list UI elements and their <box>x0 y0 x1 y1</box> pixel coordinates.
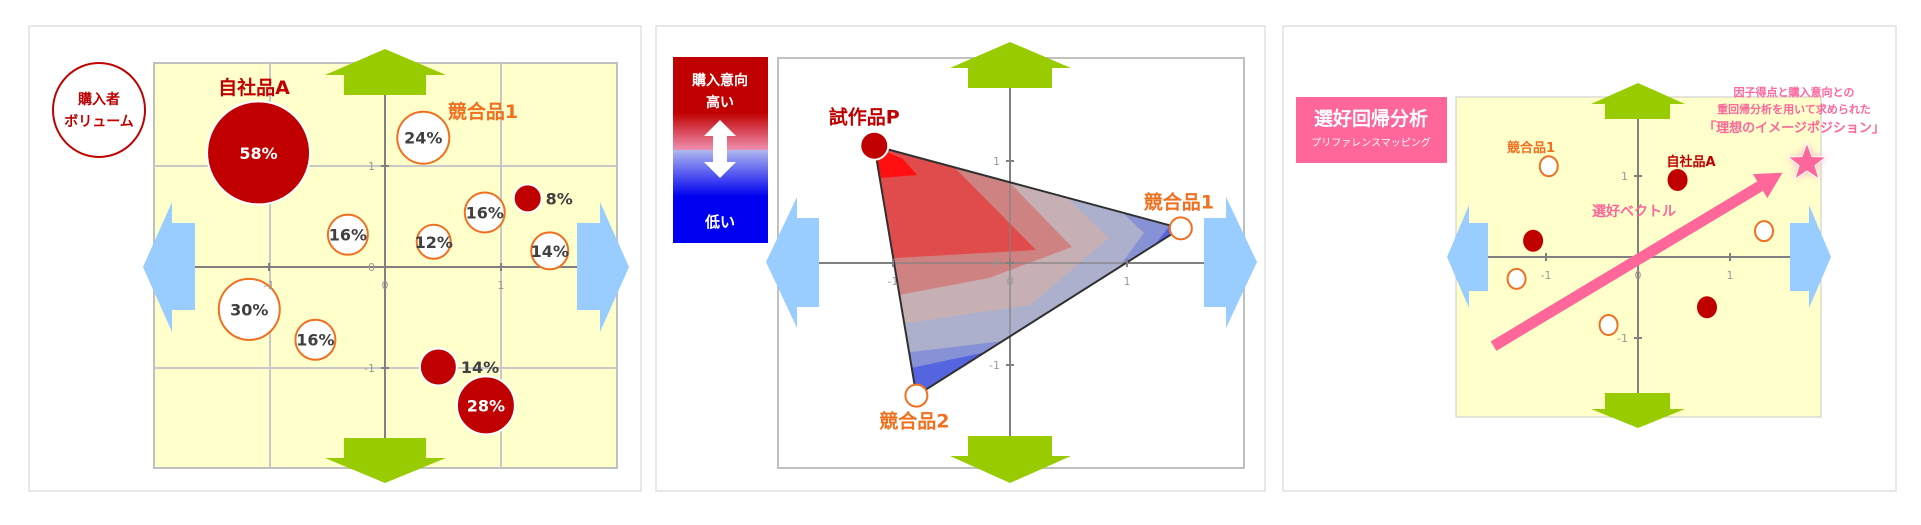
bubble-label: 16% <box>329 226 367 245</box>
label-preference-vector: 選好ベクトル <box>1592 203 1676 220</box>
legend-high: 高い <box>706 94 734 111</box>
tick-marks <box>268 165 502 369</box>
bubble-label: 16% <box>296 331 334 350</box>
arrow-up-icon <box>325 49 446 95</box>
badge-line1: 購入者 <box>77 91 120 108</box>
bubble-label: 30% <box>230 300 268 319</box>
x-tick-label: -1 <box>1541 269 1552 282</box>
y-tick-label: -1 <box>364 362 375 375</box>
bubble-competitor <box>396 110 451 165</box>
label-competitor-1: 競合品1 <box>1507 140 1555 156</box>
bubble-competitor <box>463 191 506 234</box>
bubble-own <box>512 183 543 214</box>
bubble-competitor <box>217 277 281 341</box>
bubble-label: 8% <box>546 189 573 208</box>
arrow-right-icon <box>1204 197 1257 328</box>
panel-preference-mapping: -1 0 1 1 -1 選好回帰分析 プリファレンスマッピング 競合品1 自社品A 選好… <box>1282 25 1897 492</box>
label-competitor-1: 競合品1 <box>448 100 518 123</box>
point-own <box>1697 296 1717 319</box>
x-tick-label: 1 <box>1727 269 1734 282</box>
point-competitor <box>1754 220 1775 243</box>
arrow-right-icon <box>1790 205 1831 308</box>
triangle-outline <box>873 144 1184 398</box>
y-tick-label: 1 <box>368 160 375 173</box>
preference-vector <box>1490 172 1783 351</box>
arrow-right-icon <box>577 202 629 332</box>
bubble-label: 12% <box>415 233 453 252</box>
label-own-product: 自社品A <box>1666 154 1715 170</box>
y-tick-label: -1 <box>989 359 1000 372</box>
point-competitor <box>1598 314 1619 337</box>
vertex-label: 競合品1 <box>1144 190 1214 213</box>
vector-shaft <box>1490 181 1763 351</box>
y-tick-label: 1 <box>993 155 1000 168</box>
preference-regression-badge <box>1296 97 1447 163</box>
panel-contour-chart: -1 0 1 1 0 -1 試作品P 競合品1 競合品2 購入意向 高い 低い <box>655 25 1266 492</box>
product-points <box>1506 155 1775 337</box>
arrow-left-icon <box>766 197 819 328</box>
bubble-label: 24% <box>404 129 442 148</box>
badge-subtitle: プリファレンスマッピング <box>1311 136 1431 149</box>
legend-title: 購入意向 <box>691 72 748 89</box>
bubble-own <box>206 100 312 206</box>
y-tick-label: 0 <box>993 257 1000 270</box>
bubble-own <box>418 347 458 387</box>
vertex-own <box>859 130 890 161</box>
y-tick-label: 0 <box>368 261 375 274</box>
point-competitor <box>1538 155 1559 178</box>
bubble-label: 14% <box>531 242 569 261</box>
ideal-note-line3: 「理想のイメージポジション」 <box>1703 120 1885 136</box>
point-competitor <box>1506 267 1527 290</box>
bubble-competitor <box>326 213 369 256</box>
arrow-down-icon <box>950 436 1071 483</box>
x-tick-label: 1 <box>1124 275 1131 288</box>
point-own <box>1667 169 1688 192</box>
x-tick-label: -1 <box>264 279 275 292</box>
band-high <box>874 145 1036 262</box>
vertex-competitor <box>904 383 929 408</box>
vector-arrowhead-icon <box>1752 172 1783 199</box>
tick-labels: -1 0 1 1 0 -1 <box>888 155 1131 372</box>
triangle-vertices: 試作品P 競合品1 競合品2 <box>829 106 1214 433</box>
vertex-label: 試作品P <box>829 106 900 129</box>
y-tick-label: 1 <box>1621 170 1628 183</box>
point-own <box>1523 229 1544 252</box>
x-tick-label: 0 <box>1635 269 1642 282</box>
x-tick-label: 1 <box>498 279 505 292</box>
tick-labels: -1 0 1 1 0 -1 <box>264 160 505 375</box>
bubbles: 58% 24% 8% 16% 16% 12% 14% 30% 16% 14% 28% <box>206 100 573 436</box>
contour-bands <box>874 145 1181 396</box>
arrow-up-icon <box>950 42 1071 88</box>
x-tick-label: -1 <box>888 275 899 288</box>
vertex-competitor <box>1168 216 1193 241</box>
bubble-competitor <box>294 318 337 361</box>
bubble-competitor <box>530 231 570 271</box>
bubble-competitor <box>415 223 452 260</box>
label-own-product: 自社品A <box>218 76 290 99</box>
ideal-note-line2: 重回帰分析を用いて求められた <box>1717 102 1871 116</box>
arrow-left-icon <box>1447 205 1488 308</box>
legend-low: 低い <box>704 213 735 231</box>
ideal-note-line1: 因子得点と購入意向との <box>1734 85 1855 99</box>
arrow-down-icon <box>325 438 446 483</box>
bubble-label: 58% <box>239 144 277 163</box>
bubble-own <box>455 375 516 436</box>
band-highest <box>874 145 917 180</box>
badge-title: 選好回帰分析 <box>1314 107 1428 130</box>
double-arrow-icon <box>704 120 736 178</box>
arrow-up-icon <box>1591 83 1685 119</box>
buyer-volume-badge <box>52 62 146 158</box>
bubble-label: 16% <box>466 203 504 222</box>
x-tick-label: 0 <box>382 279 389 292</box>
bubble-label: 28% <box>467 396 505 415</box>
arrow-left-icon <box>143 202 195 332</box>
x-tick-label: 0 <box>1007 275 1014 288</box>
ideal-position-star-icon <box>1786 141 1828 181</box>
arrow-down-icon <box>1591 393 1685 428</box>
badge-line2: ボリューム <box>64 114 134 130</box>
vertex-label: 競合品2 <box>879 410 949 433</box>
bubble-label: 14% <box>461 358 499 377</box>
y-tick-label: -1 <box>1617 332 1628 345</box>
